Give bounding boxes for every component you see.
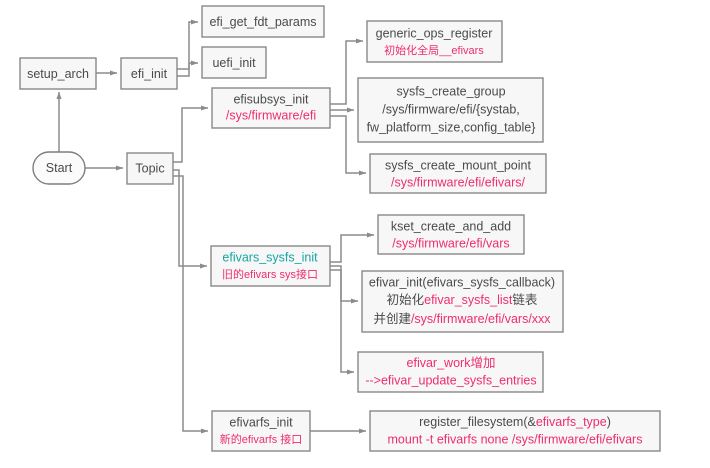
edge-efivars_sysfs_init-to-kset_create_and_add <box>330 232 375 263</box>
kset-create-and-add-path: /sys/firmware/efi/vars <box>392 236 509 250</box>
edge-efisubsys_init-to-sysfs_create_mount_point <box>330 115 367 176</box>
start-label: Start <box>46 161 73 175</box>
start-shape[interactable] <box>32 151 86 185</box>
efivar-init-line2-c: 链表 <box>512 292 538 307</box>
register-filesystem-label-b: efivarfs_type <box>536 415 607 429</box>
efivarfs-init-box[interactable] <box>211 410 311 452</box>
generic-ops-register-box[interactable] <box>366 20 503 63</box>
efivars-sysfs-init-box[interactable] <box>210 245 331 287</box>
node-uefi-init[interactable]: uefi_init <box>201 46 267 79</box>
register-filesystem-label-c: ) <box>607 415 611 429</box>
setup-arch-box[interactable] <box>19 57 97 90</box>
generic-ops-register-label: generic_ops_register <box>376 26 493 40</box>
kset-create-and-add-label: kset_create_and_add <box>391 219 511 233</box>
efivars-sysfs-init-note-b: efivars sys <box>244 269 296 281</box>
edge-efi_init-to-efi_get_fdt_params <box>177 19 199 70</box>
efivarfs-init-note-a: 新的 <box>220 432 242 446</box>
efisubsys-init-label: efisubsys_init <box>233 92 309 106</box>
register-filesystem-label: register_filesystem(&efivarfs_type) <box>419 415 611 429</box>
sysfs-create-group-path1: /sys/firmware/efi/{systab, <box>382 102 520 116</box>
efi-init-box[interactable] <box>120 57 178 90</box>
efivar-work-label: efivar_work增加 <box>407 355 496 370</box>
edge-efivars_sysfs_init-to-efivar_work <box>330 269 355 375</box>
setup-arch-label: setup_arch <box>27 67 89 81</box>
efivar-init-line2: 初始化efivar_sysfs_list链表 <box>387 292 538 307</box>
node-start[interactable]: Start <box>32 151 86 185</box>
efivar-work-label-a: efivar_work <box>407 356 472 370</box>
generic-ops-register-note-a: 初始化全局 <box>384 43 439 57</box>
generic-ops-register-note: 初始化全局__efivars <box>384 43 484 57</box>
efivarfs-init-note-b: efivarfs <box>242 434 278 446</box>
efivar-work-label-b: 增加 <box>470 355 495 370</box>
edge-topic-to-efisubsys_init <box>173 105 209 163</box>
efivars-sysfs-init-note-a: 旧的 <box>222 267 244 281</box>
node-efivars-sysfs-init[interactable]: efivars_sysfs_init 旧的efivars sys接口 <box>210 245 331 287</box>
uefi-init-box[interactable] <box>201 46 267 79</box>
edge-topic-to-efivars_sysfs_init <box>173 169 208 269</box>
efivar-init-line3-b: /sys/firmware/efi/vars/xxx <box>411 312 551 326</box>
efisubsys-init-box[interactable] <box>211 87 331 129</box>
edge-efivars_sysfs_init-to-efivar_init <box>330 265 359 304</box>
node-kset-create-and-add[interactable]: kset_create_and_add /sys/firmware/efi/va… <box>377 214 525 255</box>
node-topic[interactable]: Topic <box>126 152 174 185</box>
efivarfs-init-label: efivarfs_init <box>229 415 293 429</box>
sysfs-create-mount-point-path: /sys/firmware/efi/efivars/ <box>391 175 526 189</box>
efi-get-fdt-params-label: efi_get_fdt_params <box>209 15 316 29</box>
edge-efi_init-to-uefi_init <box>177 60 199 77</box>
sysfs-create-group-path2: fw_platform_size,config_table} <box>367 120 536 134</box>
efivar-work-detail: -->efivar_update_sysfs_entries <box>365 373 536 387</box>
topic-box[interactable] <box>126 152 174 185</box>
efivarfs-init-note-c: 接口 <box>277 433 302 446</box>
register-filesystem-mount: mount -t efivarfs none /sys/firmware/efi… <box>388 432 643 446</box>
node-sysfs-create-group[interactable]: sysfs_create_group /sys/firmware/efi/{sy… <box>357 77 544 143</box>
node-efi-init[interactable]: efi_init <box>120 57 178 90</box>
node-setup-arch[interactable]: setup_arch <box>19 57 97 90</box>
efivars-sysfs-init-note: 旧的efivars sys接口 <box>222 267 318 281</box>
node-efisubsys-init[interactable]: efisubsys_init /sys/firmware/efi <box>211 87 331 129</box>
node-efi-get-fdt-params[interactable]: efi_get_fdt_params <box>201 5 325 38</box>
node-efivarfs-init[interactable]: efivarfs_init 新的efivarfs 接口 <box>211 410 311 452</box>
efivars-sysfs-init-note-c: 接口 <box>296 268 318 281</box>
topic-label: Topic <box>135 161 164 175</box>
sysfs-create-group-label: sysfs_create_group <box>396 84 505 98</box>
efi-get-fdt-params-box[interactable] <box>201 5 325 38</box>
node-sysfs-create-mount-point[interactable]: sysfs_create_mount_point /sys/firmware/e… <box>369 153 547 194</box>
efivar-init-line2-a: 初始化 <box>387 293 425 307</box>
sysfs-create-mount-point-label: sysfs_create_mount_point <box>385 158 531 172</box>
efivar-init-line2-b: efivar_sysfs_list <box>424 293 513 307</box>
efivar-init-line3: 并创建/sys/firmware/efi/vars/xxx <box>373 312 551 326</box>
sysfs-create-mount-point-box[interactable] <box>369 153 547 194</box>
sysfs-create-group-box[interactable] <box>357 77 544 143</box>
edge-efisubsys_init-to-generic_ops_register <box>330 38 364 105</box>
register-filesystem-box[interactable] <box>369 410 661 452</box>
edges-layer <box>56 19 375 434</box>
efisubsys-init-path: /sys/firmware/efi <box>226 108 316 122</box>
edge-topic-to-efivarfs_init <box>173 175 209 434</box>
efivarfs-init-note: 新的efivarfs 接口 <box>220 432 303 446</box>
efivars-sysfs-init-label: efivars_sysfs_init <box>222 250 318 264</box>
node-register-filesystem[interactable]: register_filesystem(&efivarfs_type) moun… <box>369 410 661 452</box>
generic-ops-register-note-b: __efivars <box>438 45 484 57</box>
uefi-init-label: uefi_init <box>212 56 256 70</box>
efivar-init-line3-a: 并创建 <box>373 312 411 326</box>
efivar-init-label: efivar_init(efivars_sysfs_callback) <box>369 275 555 289</box>
kset-create-and-add-box[interactable] <box>377 214 525 255</box>
node-efivar-work[interactable]: efivar_work增加 -->efivar_update_sysfs_ent… <box>357 351 544 393</box>
node-efivar-init[interactable]: efivar_init(efivars_sysfs_callback) 初始化e… <box>361 270 564 333</box>
register-filesystem-label-a: register_filesystem(& <box>419 415 536 429</box>
efivar-work-box[interactable] <box>357 351 544 393</box>
efi-init-label: efi_init <box>131 67 168 81</box>
node-generic-ops-register[interactable]: generic_ops_register 初始化全局__efivars <box>366 20 503 63</box>
efivar-init-box[interactable] <box>361 270 564 333</box>
